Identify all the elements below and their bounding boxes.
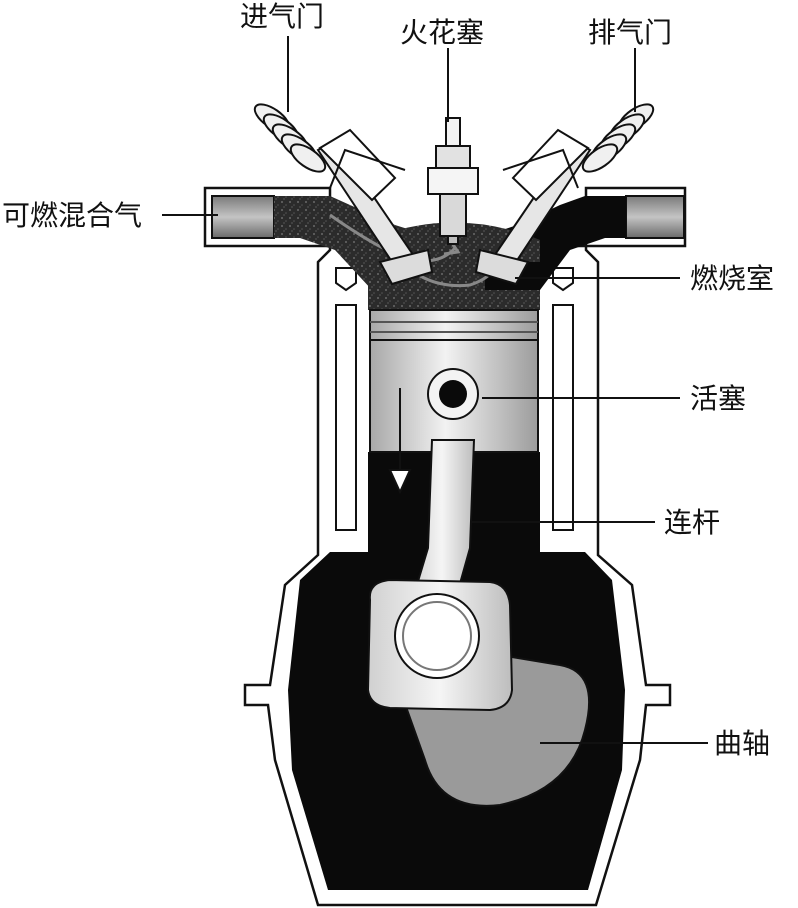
piston [369, 309, 539, 453]
connecting-rod [366, 439, 514, 712]
down-arrow-icon [388, 388, 412, 495]
label-combustion-chamber: 燃烧室 [690, 262, 774, 295]
exhaust-valve [474, 103, 655, 286]
spark-plug [427, 117, 479, 245]
label-exhaust-valve: 排气门 [588, 16, 672, 49]
label-spark-plug: 火花塞 [400, 16, 484, 49]
leader-lines [162, 36, 708, 744]
label-piston: 活塞 [690, 382, 746, 415]
label-crankshaft: 曲轴 [714, 727, 770, 760]
labels: 进气门 火花塞 排气门 可燃混合气 燃烧室 活塞 连杆 曲轴 [2, 0, 774, 760]
label-mixture: 可燃混合气 [2, 199, 142, 232]
intake-valve [253, 103, 434, 286]
label-intake-valve: 进气门 [240, 0, 324, 33]
exhaust-valve-spring [581, 103, 655, 173]
intake-valve-spring [253, 103, 327, 173]
label-connecting-rod: 连杆 [664, 506, 720, 539]
cylinder-head [329, 148, 579, 189]
